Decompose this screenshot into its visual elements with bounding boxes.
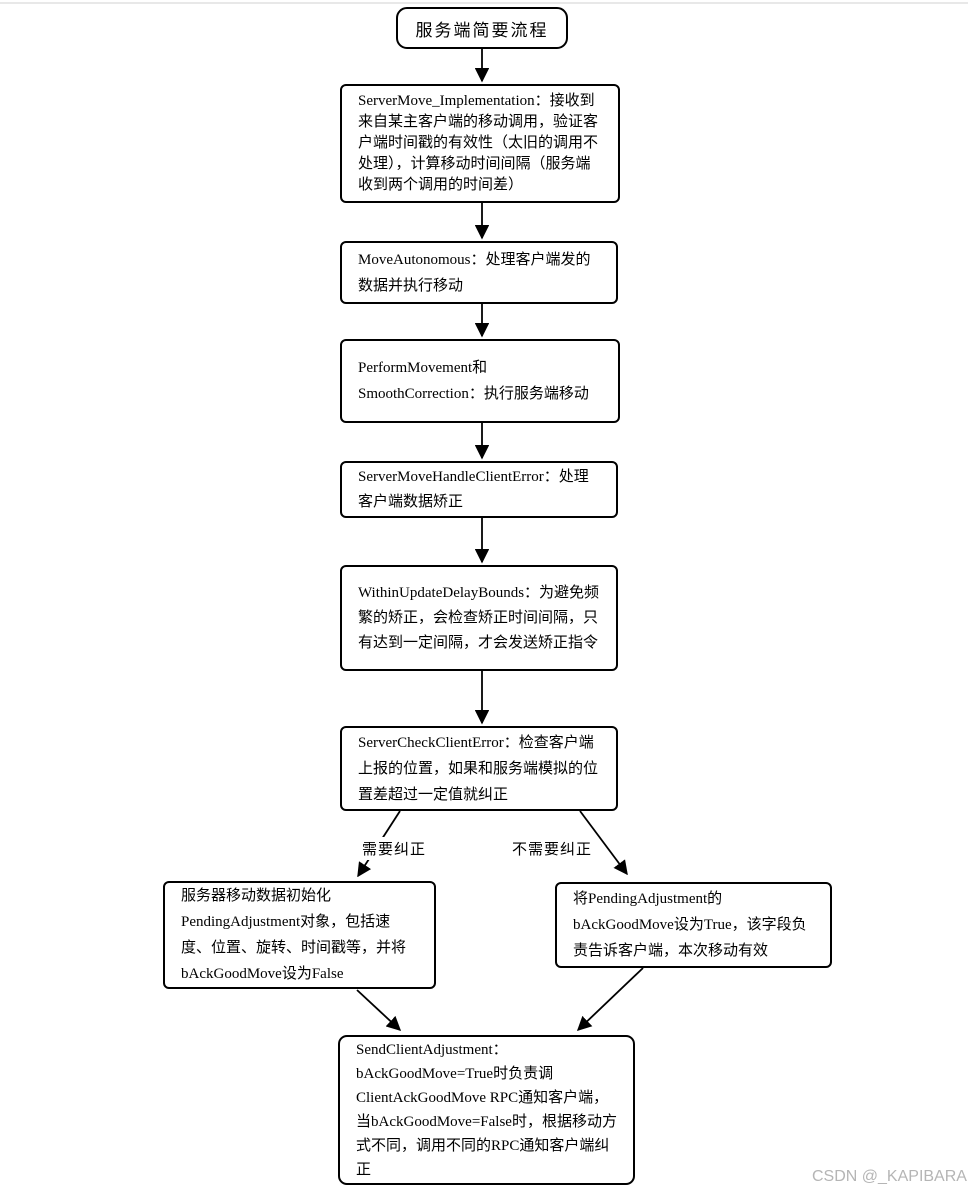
edge-label-no-need-correction: 不需要纠正 [510, 837, 595, 860]
top-divider-line [0, 2, 968, 4]
node-perform-movement-label: PerformMovement和SmoothCorrection：执行服务端移动 [358, 360, 589, 402]
edge-label-need-correction: 需要纠正 [360, 837, 429, 860]
edge-needcorrection-to-sendadjustment [356, 989, 402, 1031]
edge-servercheck-to-nocorrection [579, 810, 628, 876]
node-within-update-delay-label: WithinUpdateDelayBounds：为避免频繁的矫正，会检查矫正时间… [358, 584, 600, 651]
node-no-correction-action-label: 将PendingAdjustment的bAckGoodMove设为True，该字… [573, 891, 807, 959]
csdn-watermark: CSDN @_KAPIBARA [812, 1168, 967, 1185]
node-server-check-client-error-label: ServerCheckClientError：检查客户端上报的位置，如果和服务端… [358, 734, 599, 803]
node-handle-client-error-label: ServerMoveHandleClientError：处理客户端数据矫正 [358, 468, 589, 510]
node-start: 服务端简要流程 [396, 7, 568, 49]
node-handle-client-error: ServerMoveHandleClientError：处理客户端数据矫正 [340, 461, 618, 518]
node-start-label: 服务端简要流程 [415, 20, 549, 40]
node-within-update-delay: WithinUpdateDelayBounds：为避免频繁的矫正，会检查矫正时间… [340, 565, 618, 671]
node-need-correction-action-label: 服务器移动数据初始化PendingAdjustment对象，包括速度、位置、旋转… [181, 888, 407, 982]
node-send-client-adjustment: SendClientAdjustment：bAckGoodMove=True时负… [338, 1035, 635, 1185]
edge-nocorrection-to-sendadjustment [576, 967, 644, 1031]
node-move-autonomous-label: MoveAutonomous：处理客户端发的数据并执行移动 [358, 251, 591, 294]
node-send-client-adjustment-label: SendClientAdjustment：bAckGoodMove=True时负… [356, 1042, 617, 1178]
node-servermove-implementation: ServerMove_Implementation：接收到来自某主客户端的移动调… [340, 84, 620, 203]
node-perform-movement: PerformMovement和SmoothCorrection：执行服务端移动 [340, 339, 620, 423]
node-move-autonomous: MoveAutonomous：处理客户端发的数据并执行移动 [340, 241, 618, 304]
node-need-correction-action: 服务器移动数据初始化PendingAdjustment对象，包括速度、位置、旋转… [163, 881, 436, 989]
node-servermove-implementation-label: ServerMove_Implementation：接收到来自某主客户端的移动调… [358, 93, 599, 193]
node-server-check-client-error: ServerCheckClientError：检查客户端上报的位置，如果和服务端… [340, 726, 618, 811]
node-no-correction-action: 将PendingAdjustment的bAckGoodMove设为True，该字… [555, 882, 832, 968]
